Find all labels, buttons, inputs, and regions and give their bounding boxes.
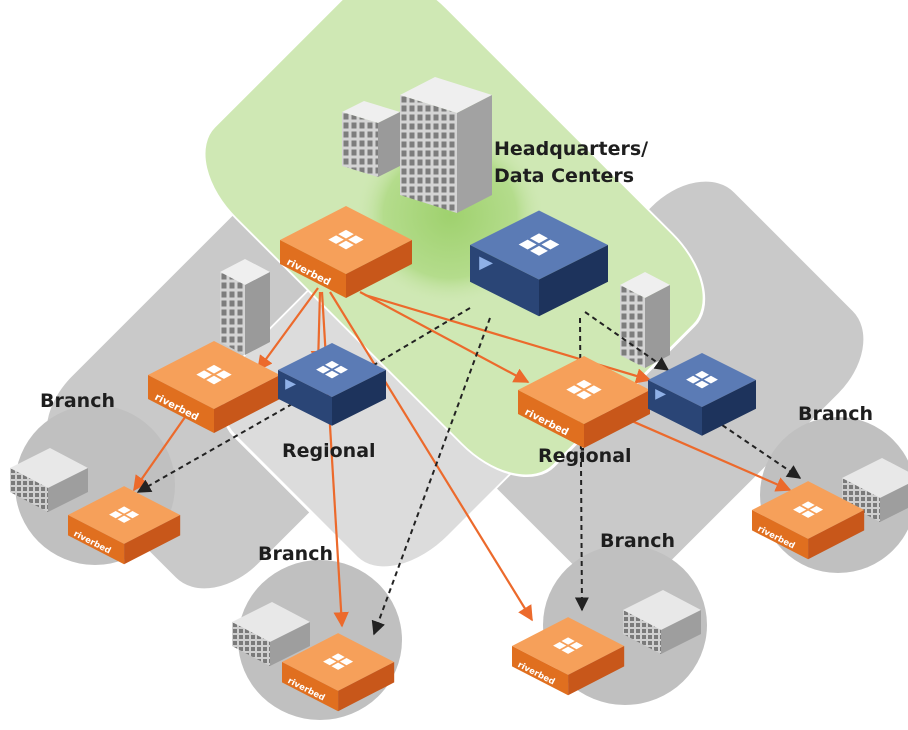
branch-bottom-left-label: Branch [258, 543, 333, 565]
regional-right-label: Regional [538, 445, 632, 467]
wan-links-orange [133, 287, 792, 628]
branch-far-right-label: Branch [798, 403, 873, 425]
branch-far-left-label: Branch [40, 390, 115, 412]
link-regional-left-to-branch-far-left [133, 409, 191, 492]
hq-label-line1: Headquarters/ [494, 138, 649, 160]
link-hq-to-regional-right [359, 291, 530, 383]
link-hq-to-regional-left-steelhead [257, 287, 319, 372]
branch-bottom-right-label: Branch [600, 530, 675, 552]
regional-left-label: Regional [282, 440, 376, 462]
hq-tower-small-icon [342, 101, 400, 177]
regional-building-left-icon [220, 259, 270, 355]
hq-tower-large-icon [400, 77, 492, 213]
hq-label-line2: Data Centers [494, 165, 635, 187]
link-hq-to-branch-bottom-right [329, 291, 533, 622]
link-regional-right-to-branch-far-right [624, 416, 792, 492]
